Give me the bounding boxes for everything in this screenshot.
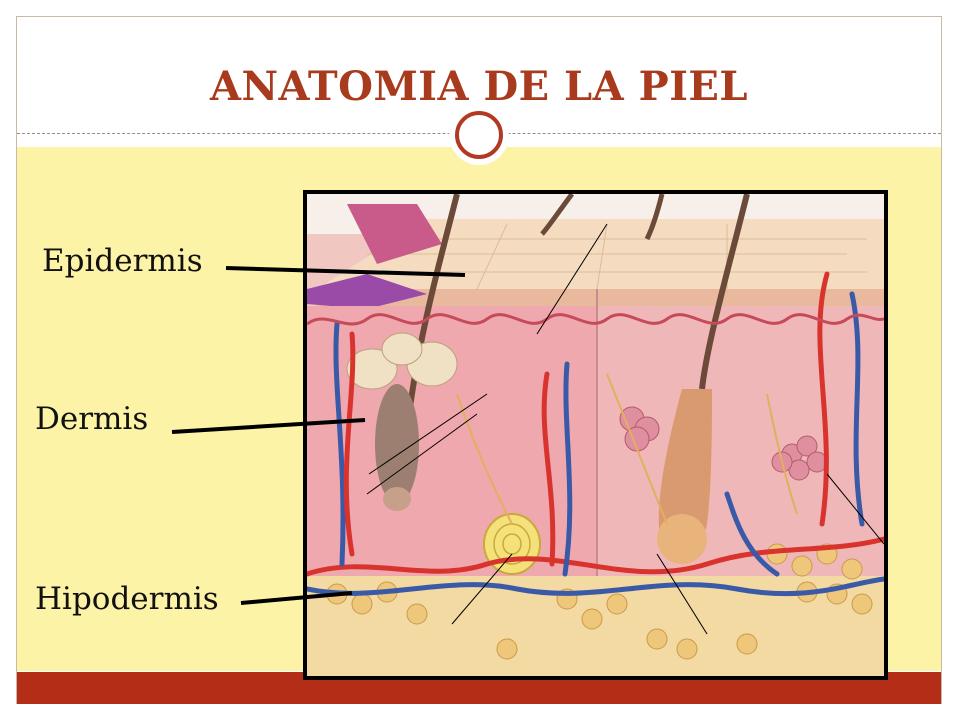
leader-line-epidermis (225, 266, 466, 277)
skin-cross-section-image (303, 190, 888, 680)
leader-line-dermis (171, 418, 366, 434)
label-hipodermis: Hipodermis (35, 581, 219, 617)
slide-title: ANATOMIA DE LA PIEL (209, 63, 749, 110)
label-epidermis: Epidermis (42, 243, 203, 279)
skin-illustration (307, 194, 884, 676)
leader-line-hipodermis (240, 591, 353, 605)
circle-ornament-icon (455, 111, 503, 159)
label-dermis: Dermis (35, 401, 149, 437)
